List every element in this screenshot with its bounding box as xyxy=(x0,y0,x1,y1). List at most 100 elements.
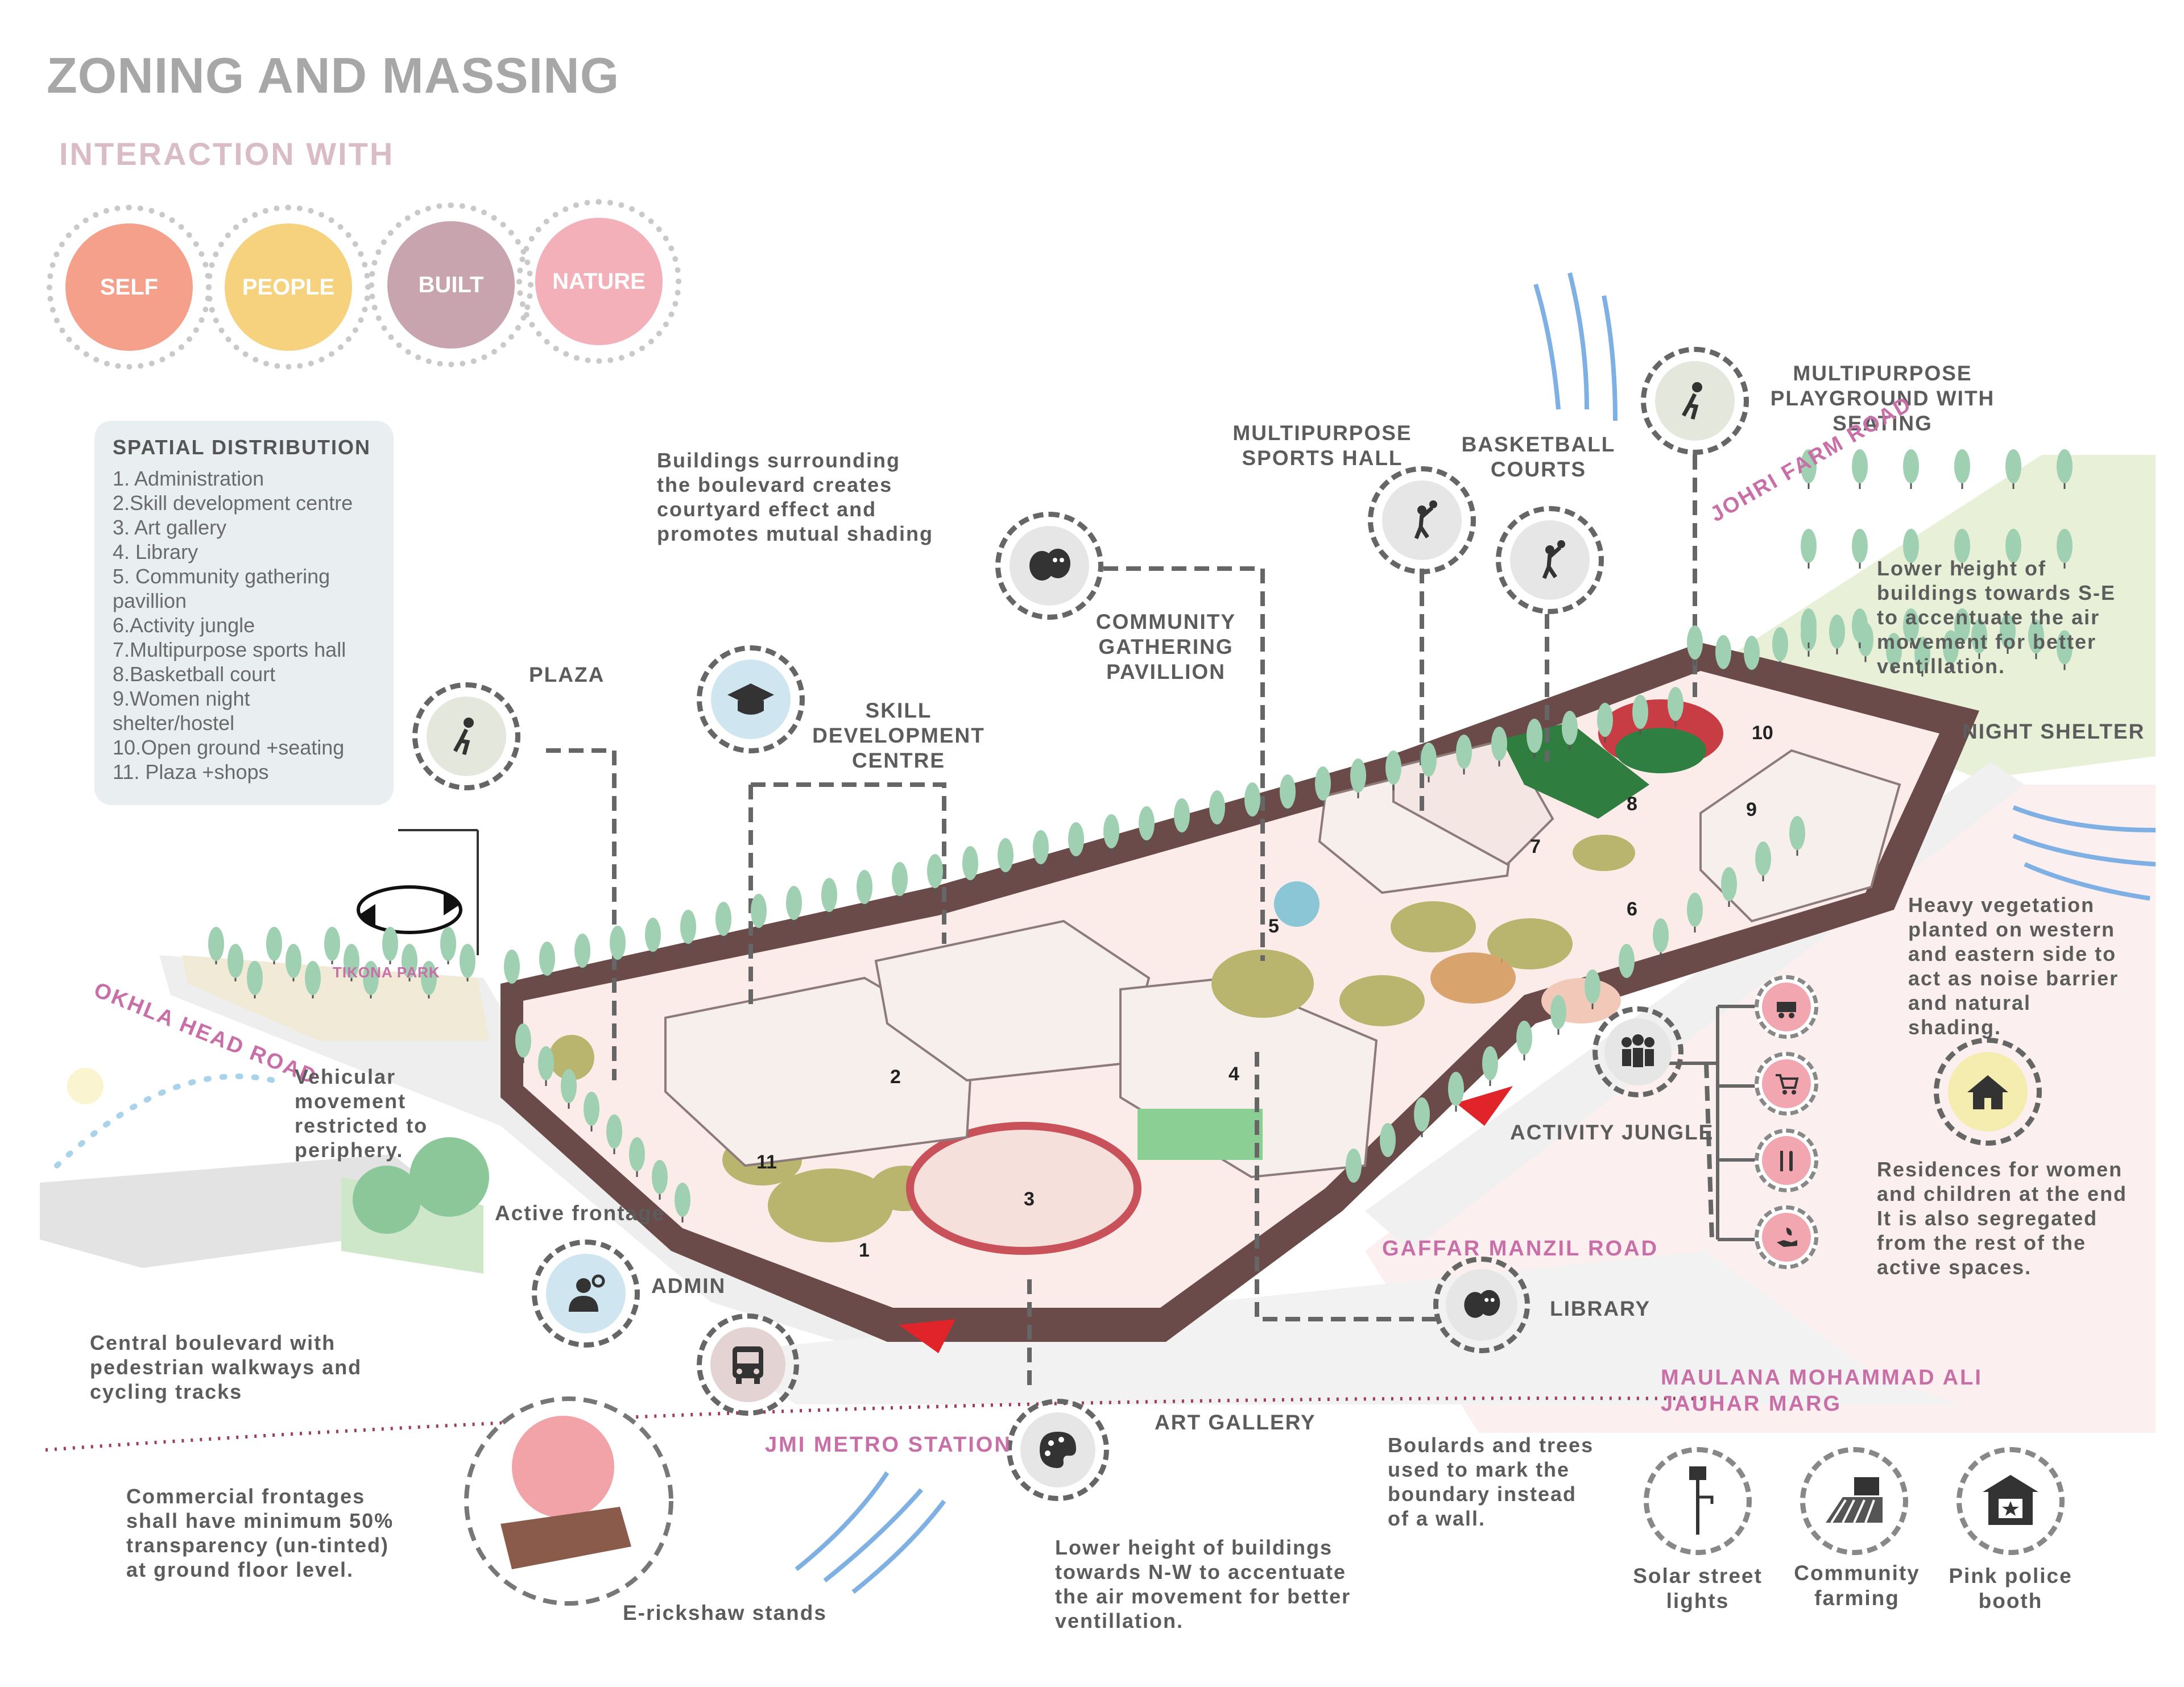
note-line: to accentuate the air xyxy=(1877,606,2100,629)
tikona-park-label: TIKONA PARK xyxy=(333,964,440,981)
farming-label: Community farming xyxy=(1786,1561,1928,1611)
spatial-distribution-box: SPATIAL DISTRIBUTION 1. Administration 2… xyxy=(94,421,394,805)
plaza-lawn xyxy=(768,1168,893,1242)
tree-icon xyxy=(228,944,243,981)
relax-icon xyxy=(427,697,506,776)
activity-jungle-label: ACTIVITY JUNGLE xyxy=(1510,1121,1714,1144)
fork-knife-icon xyxy=(1762,1136,1811,1185)
note-line: Heavy vegetation xyxy=(1908,893,2095,917)
entry-arrow xyxy=(899,1319,956,1353)
solar-light-ring xyxy=(1644,1447,1752,1555)
basketball-player-icon xyxy=(1510,520,1590,600)
tree-icon xyxy=(1350,758,1366,798)
spatial-item: 6.Activity jungle xyxy=(113,614,255,637)
tree-icon xyxy=(1448,1072,1464,1112)
tree-icon xyxy=(1456,735,1472,774)
skill-label-line: DEVELOPMENT xyxy=(812,724,985,747)
tree-icon xyxy=(266,927,282,964)
note-line: restricted to xyxy=(295,1114,428,1137)
interaction-people: PEOPLE xyxy=(206,205,371,370)
community-label-line: PAVILLION xyxy=(1106,660,1226,683)
note-residences: Residences for women and children at the… xyxy=(1877,1157,2127,1279)
food-cart-icon xyxy=(1762,983,1811,1031)
note-line: Boulards and trees xyxy=(1388,1433,1594,1457)
hand-plant-icon xyxy=(1762,1213,1811,1262)
tree-icon xyxy=(1801,529,1817,569)
tree-icon xyxy=(1562,711,1578,751)
shopping-cart-ring xyxy=(1755,1052,1818,1116)
zone-number-9: 9 xyxy=(1746,799,1757,820)
tree-icon xyxy=(821,878,837,918)
tree-icon xyxy=(1801,449,1817,489)
police-booth-ring xyxy=(1956,1447,2065,1555)
farming-icon xyxy=(1820,1472,1888,1531)
tree-icon xyxy=(1209,790,1225,830)
note-line: Residences for women xyxy=(1877,1158,2123,1181)
zone-number-10: 10 xyxy=(1752,722,1773,744)
activity-icon-ring xyxy=(1592,1006,1684,1097)
tree-icon xyxy=(1903,608,1919,648)
note-line: the boulevard creates xyxy=(657,473,893,496)
tree-icon xyxy=(2005,449,2021,489)
interaction-subtitle: INTERACTION WITH xyxy=(59,136,395,172)
spatial-item: pavillion xyxy=(113,589,187,612)
note-line: periphery. xyxy=(295,1138,404,1162)
page-title: ZONING AND MASSING xyxy=(47,47,620,103)
tree-icon xyxy=(1687,893,1703,932)
zone-number-11: 11 xyxy=(756,1151,777,1173)
plaza-label: PLAZA xyxy=(529,663,605,686)
tree-icon xyxy=(2005,529,2021,569)
note-commercial: Commercial frontages shall have minimum … xyxy=(126,1484,405,1582)
note-vegetation: Heavy vegetation planted on western and … xyxy=(1908,893,2127,1039)
zone-number-2: 2 xyxy=(890,1066,901,1088)
tree-icon xyxy=(1668,687,1684,727)
tree-icon xyxy=(1414,1097,1430,1137)
tree-icon xyxy=(538,1046,554,1086)
note-line: Lower height of xyxy=(1877,557,2046,580)
tree-icon xyxy=(1527,719,1542,758)
tree-icon xyxy=(962,846,978,886)
tree-icon xyxy=(1103,814,1119,854)
spatial-heading: SPATIAL DISTRIBUTION xyxy=(113,436,371,459)
tree-icon xyxy=(1954,449,1970,489)
spatial-item: 11. Plaza +shops xyxy=(113,760,269,784)
metro-icon-ring xyxy=(697,1313,799,1416)
note-line: from the rest of the xyxy=(1877,1231,2087,1254)
note-line: movement for better xyxy=(1877,630,2097,653)
activity-circle xyxy=(1430,952,1516,1004)
note-vehicular: Vehicular movement restricted to periphe… xyxy=(295,1064,428,1162)
note-line: boundary instead xyxy=(1388,1482,1577,1506)
note-buildings: Buildings surrounding the boulevard crea… xyxy=(657,448,933,546)
theatre-masks-icon xyxy=(1010,526,1089,606)
activity-circle xyxy=(1391,901,1476,952)
tree-icon xyxy=(1903,529,1919,569)
tree-icon xyxy=(1943,630,1959,670)
note-line: at ground floor level. xyxy=(126,1558,354,1581)
tree-icon xyxy=(1789,816,1805,856)
skill-connector xyxy=(751,782,946,944)
skill-label-line: SKILL xyxy=(865,699,932,722)
spatial-item: 7.Multipurpose sports hall xyxy=(113,638,346,661)
theatre-masks-icon xyxy=(1446,1269,1517,1341)
note-line: movement xyxy=(295,1089,407,1113)
spatial-item: 8.Basketball court xyxy=(113,662,276,686)
library-green-roof xyxy=(1138,1109,1263,1160)
activity-circle xyxy=(1339,975,1425,1026)
boulevard-tree xyxy=(410,1137,489,1217)
note-line: Vehicular xyxy=(295,1065,396,1088)
tree-icon xyxy=(440,927,456,964)
tree-icon xyxy=(584,1092,599,1131)
label-line: booth xyxy=(1978,1589,2043,1613)
tree-icon xyxy=(561,1069,577,1109)
tree-icon xyxy=(645,918,661,958)
note-line: pedestrian walkways and xyxy=(90,1356,362,1379)
skill-label: SKILL DEVELOPMENT CENTRE xyxy=(808,698,990,773)
note-lower-nw: Lower height of buildings towards N-W to… xyxy=(1055,1535,1351,1633)
tree-icon xyxy=(1597,703,1613,743)
skill-label-line: CENTRE xyxy=(851,749,946,772)
activity-circle xyxy=(1487,918,1573,969)
maulana-road-surface xyxy=(711,1251,1962,1404)
restaurant-ring xyxy=(1755,1129,1818,1192)
note-line: active spaces. xyxy=(1877,1255,2032,1279)
spatial-item: 10.Open ground +seating xyxy=(113,736,345,759)
